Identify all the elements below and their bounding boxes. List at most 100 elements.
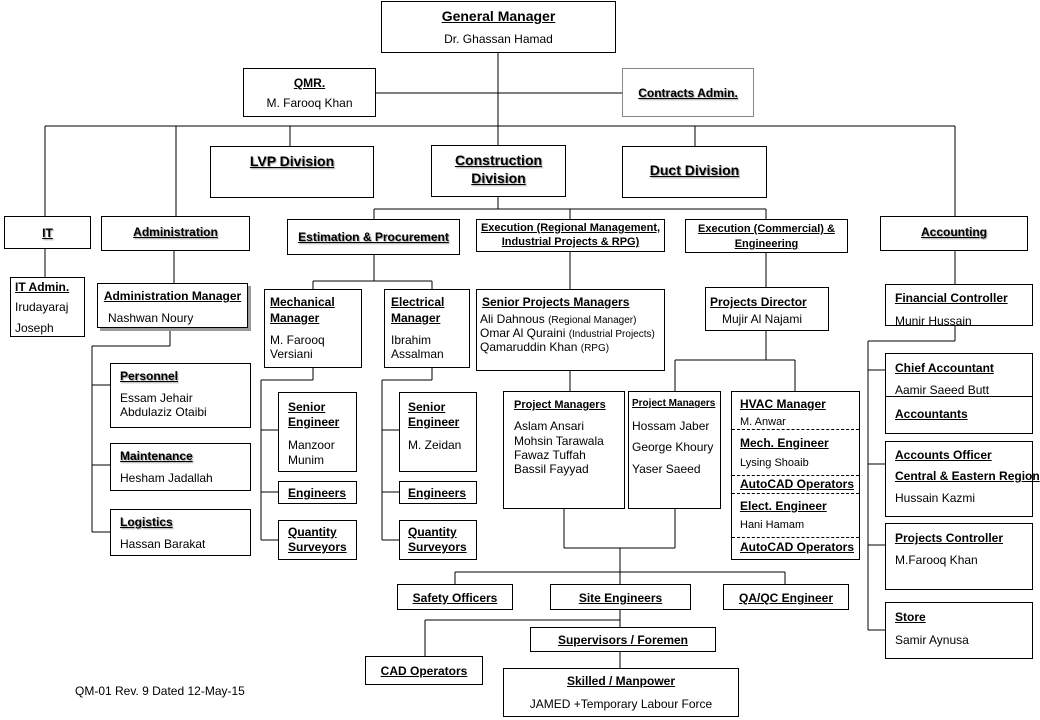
elect-engineer-title: Elect. Engineer [740, 499, 827, 513]
qmr-name: M. Farooq Khan [266, 96, 353, 110]
chief-accountant-title: Chief Accountant [895, 361, 994, 375]
hvac-manager-title: HVAC Manager [740, 397, 826, 411]
chief-accountant-box: Chief Accountant Aamir Saeed Butt Accoun… [885, 353, 1033, 434]
accounting-title: Accounting [921, 225, 987, 239]
execution-commercial-title-1: Execution (Commercial) & [698, 223, 835, 235]
it-admin-name-1: Irudayaraj [15, 300, 69, 314]
lvp-division-title: LVP Division [249, 153, 335, 169]
project-managers-2-name-3: Yaser Saeed [632, 462, 701, 476]
construction-division-title-2: Division [471, 170, 526, 186]
logistics-box: Logistics Hassan Barakat [110, 509, 251, 556]
personnel-name-1: Essam Jehair [120, 391, 193, 405]
store-box: Store Samir Aynusa [885, 602, 1033, 659]
senior-pm-name-1: Ali Dahnous [480, 312, 545, 326]
autocad-operators-1: AutoCAD Operators [740, 477, 855, 491]
chief-accountant-divider [886, 396, 1032, 397]
it-box: IT [4, 216, 91, 249]
senior-projects-managers-title: Senior Projects Managers [482, 295, 630, 309]
engineers-mech-title: Engineers [288, 486, 347, 500]
mechanical-manager-title-2: Manager [270, 311, 320, 325]
project-managers-1-name-4: Bassil Fayyad [514, 462, 589, 476]
qa-qc-engineer-title: QA/QC Engineer [738, 591, 833, 605]
quantity-surveyors-mech-title-1: Quantity [288, 525, 337, 539]
quantity-surveyors-elec-title-2: Surveyors [408, 540, 467, 554]
contracts-admin-box: Contracts Admin. [622, 68, 754, 117]
accounts-officer-name: Hussain Kazmi [895, 491, 976, 505]
cad-operators-title: CAD Operators [380, 664, 468, 678]
quantity-surveyors-elec-title-1: Quantity [408, 525, 457, 539]
senior-engineer-elec-box: Senior Engineer M. Zeidan [399, 392, 477, 472]
mech-engineer-title: Mech. Engineer [740, 436, 829, 450]
engineers-mech-box: Engineers [278, 481, 357, 504]
projects-director-name: Mujir Al Najami [722, 312, 803, 326]
construction-division-title-1: Construction [454, 152, 543, 168]
document-revision-footer: QM-01 Rev. 9 Dated 12-May-15 [75, 684, 245, 698]
senior-pm-name-2: Omar Al Quraini [480, 326, 566, 340]
hvac-separator-3 [732, 493, 859, 494]
safety-officers-box: Safety Officers [397, 584, 513, 610]
electrical-manager-title-1: Electrical [391, 295, 445, 309]
hvac-separator-2 [732, 475, 859, 476]
senior-projects-managers-box: Senior Projects Managers Ali Dahnous (Re… [476, 289, 665, 371]
maintenance-box: Maintenance Hesham Jadallah [110, 443, 251, 491]
projects-controller-box: Projects Controller M.Farooq Khan [885, 523, 1033, 590]
it-admin-title: IT Admin. [15, 280, 70, 294]
project-managers-1-name-2: Mohsin Tarawala [514, 434, 604, 448]
store-name: Samir Aynusa [895, 633, 969, 647]
skilled-manpower-name: JAMED +Temporary Labour Force [529, 697, 713, 711]
administration-manager-name: Nashwan Noury [108, 311, 194, 325]
financial-controller-name: Munir Hussain [895, 314, 972, 328]
mech-engineer-name: Lysing Shoaib [740, 457, 809, 469]
senior-pm-note-3: (RPG) [580, 343, 610, 354]
supervisors-foremen-box: Supervisors / Foremen [530, 627, 716, 652]
quantity-surveyors-elec-box: Quantity Surveyors [399, 520, 477, 560]
senior-pm-line-3: Qamaruddin Khan (RPG) [480, 340, 609, 354]
general-manager-box: General Manager Dr. Ghassan Hamad [381, 1, 616, 53]
administration-manager-box: Administration Manager Nashwan Noury [97, 283, 248, 328]
store-title: Store [895, 610, 926, 624]
accounts-officer-region: Central & Eastern Region [895, 469, 1040, 483]
projects-director-box: Projects Director Mujir Al Najami [705, 287, 829, 331]
senior-pm-name-3: Qamaruddin Khan [480, 340, 578, 354]
project-managers-2-title: Project Managers [632, 398, 716, 409]
projects-director-title: Projects Director [710, 295, 807, 309]
accounting-box: Accounting [880, 216, 1028, 251]
senior-engineer-elec-title-2: Engineer [408, 415, 460, 429]
logistics-name: Hassan Barakat [120, 537, 206, 551]
administration-box: Administration [101, 216, 250, 251]
accounts-officer-title: Accounts Officer [895, 448, 992, 462]
qa-qc-engineer-box: QA/QC Engineer [723, 584, 849, 610]
senior-pm-note-1: (Regional Manager) [548, 315, 637, 326]
logistics-title: Logistics [120, 515, 173, 529]
it-admin-name-2: Joseph [15, 321, 54, 335]
financial-controller-title: Financial Controller [895, 291, 1008, 305]
safety-officers-title: Safety Officers [412, 591, 498, 605]
contracts-admin-title: Contracts Admin. [638, 86, 738, 100]
hvac-department-box: HVAC Manager M. Anwar Mech. Engineer Lys… [731, 391, 860, 560]
site-engineers-box: Site Engineers [550, 584, 691, 610]
qmr-box: QMR. M. Farooq Khan [243, 68, 376, 117]
projects-controller-title: Projects Controller [895, 531, 1004, 545]
duct-division-title: Duct Division [649, 162, 740, 178]
project-managers-1-name-1: Aslam Ansari [514, 419, 585, 433]
senior-pm-line-2: Omar Al Quraini (Industrial Projects) [480, 326, 655, 340]
autocad-operators-2: AutoCAD Operators [740, 540, 855, 554]
senior-pm-note-2: (Industrial Projects) [568, 329, 655, 340]
duct-division-box: Duct Division [622, 146, 767, 198]
construction-division-box: Construction Division [431, 145, 566, 197]
electrical-manager-box: Electrical Manager Ibrahim Assalman [384, 289, 470, 368]
quantity-surveyors-mech-box: Quantity Surveyors [278, 520, 357, 560]
mechanical-manager-name-2: Versiani [270, 347, 313, 361]
execution-regional-title-1: Execution (Regional Management, [480, 222, 661, 234]
project-managers-2-name-1: Hossam Jaber [632, 419, 710, 433]
project-managers-1-box: Project Managers Aslam Ansari Mohsin Tar… [503, 391, 625, 509]
mechanical-manager-name-1: M. Farooq [270, 333, 325, 347]
mechanical-manager-box: Mechanical Manager M. Farooq Versiani [264, 289, 362, 368]
senior-pm-line-1: Ali Dahnous (Regional Manager) [480, 312, 636, 326]
skilled-manpower-title: Skilled / Manpower [566, 674, 676, 688]
senior-engineer-mech-name-2: Munim [288, 453, 325, 467]
senior-engineer-mech-title-2: Engineer [288, 415, 340, 429]
personnel-box: Personnel Essam Jehair Abdulaziz Otaibi [110, 363, 251, 428]
execution-commercial-box: Execution (Commercial) & Engineering [685, 219, 848, 253]
